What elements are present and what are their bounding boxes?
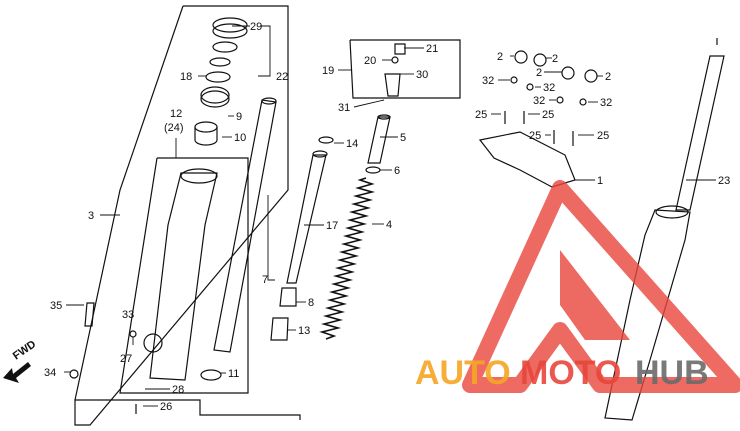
callout-35: 35 xyxy=(50,300,62,312)
callout-14: 14 xyxy=(346,138,358,150)
callout-18: 18 xyxy=(180,71,192,83)
callout-32a: 32 xyxy=(482,75,494,87)
callout-13: 13 xyxy=(298,325,310,337)
callout-26: 26 xyxy=(160,401,172,413)
fwd-arrow: FWD xyxy=(3,338,38,383)
washer-14 xyxy=(318,136,334,144)
callout-20: 20 xyxy=(364,55,376,67)
fork-cap xyxy=(394,43,406,55)
callout-17: 17 xyxy=(326,220,338,232)
nut-34 xyxy=(69,369,79,379)
watermark-moto: MOTO xyxy=(520,354,621,392)
damper-rod xyxy=(286,150,328,284)
callout-25b: 25 xyxy=(542,109,554,121)
callout-19: 19 xyxy=(322,65,334,77)
cap-bolt xyxy=(384,73,401,97)
callout-25a: 25 xyxy=(475,109,487,121)
spacer-tube xyxy=(367,116,391,164)
callout-labels: 29 22 18 9 10 12 (24) 3 14 5 6 4 17 7 8 … xyxy=(44,21,730,413)
callout-23: 23 xyxy=(718,175,730,187)
rebound-spring xyxy=(279,287,297,307)
callout-12: 12 xyxy=(170,108,182,120)
callout-32c: 32 xyxy=(533,95,545,107)
callout-22: 22 xyxy=(276,71,288,83)
slider-bushing xyxy=(200,369,222,381)
callout-3: 3 xyxy=(88,210,94,222)
watermark-auto: AUTO xyxy=(415,354,511,392)
washer-6 xyxy=(365,166,381,174)
fwd-label: FWD xyxy=(11,338,38,362)
cap-box xyxy=(349,39,461,99)
callout-34: 34 xyxy=(44,367,56,379)
assembly-frame-outline xyxy=(74,5,184,401)
callout-33: 33 xyxy=(122,309,134,321)
slider-box xyxy=(119,157,249,394)
oil-lock-piece xyxy=(270,317,289,341)
callout-30: 30 xyxy=(416,69,428,81)
callout-29: 29 xyxy=(250,21,262,33)
callout-11: 11 xyxy=(228,368,239,380)
fork-spring xyxy=(319,177,376,340)
callout-4: 4 xyxy=(386,219,392,231)
callout-32d: 32 xyxy=(600,97,612,109)
axle-bolt xyxy=(84,302,95,327)
assembly-frame xyxy=(74,5,301,426)
leader-lines xyxy=(64,25,716,407)
watermark-logo xyxy=(462,180,740,393)
callout-2d: 2 xyxy=(605,71,611,83)
callout-1: 1 xyxy=(597,175,603,187)
bearing-stack xyxy=(194,17,248,146)
callout-31: 31 xyxy=(338,102,350,114)
callout-10: 10 xyxy=(234,132,246,144)
callout-2a: 2 xyxy=(497,51,503,63)
assembled-fork xyxy=(604,38,725,421)
watermark-hub: HUB xyxy=(635,354,709,392)
callout-8: 8 xyxy=(308,297,314,309)
fork-bracket xyxy=(478,131,576,188)
callout-2c: 2 xyxy=(536,67,542,79)
callout-7: 7 xyxy=(262,274,268,286)
callout-32b: 32 xyxy=(543,82,555,94)
callout-9: 9 xyxy=(236,111,242,123)
watermark-text: AUTO MOTO HUB xyxy=(415,354,709,392)
callout-25c: 25 xyxy=(529,130,541,142)
callout-28: 28 xyxy=(172,384,184,396)
callout-24: (24) xyxy=(164,122,184,134)
fork-tube xyxy=(213,97,277,353)
callout-6: 6 xyxy=(394,165,400,177)
fork-slider xyxy=(129,168,218,381)
callout-2b: 2 xyxy=(552,53,558,65)
callout-5: 5 xyxy=(400,132,406,144)
callout-21: 21 xyxy=(426,43,438,55)
callout-25d: 25 xyxy=(597,130,609,142)
callout-27: 27 xyxy=(120,353,132,365)
